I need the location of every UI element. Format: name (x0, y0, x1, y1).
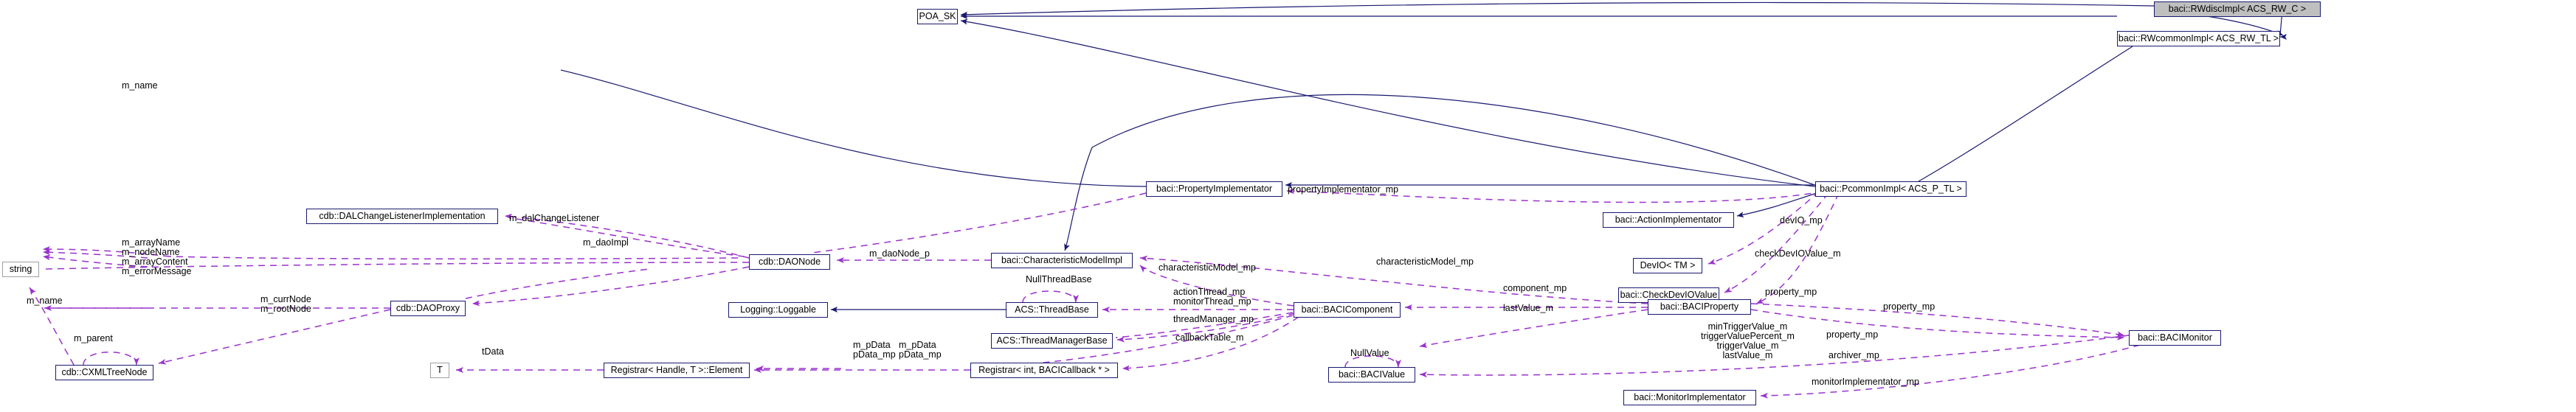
edge-label-checkdeviovalue-m: checkDevIOValue_m (1755, 248, 1841, 259)
edge-label-monitorimplementator-mp: monitorImplementator_mp (1812, 377, 1919, 387)
node-characteristicmodelimpl[interactable]: baci::CharacteristicModelImpl (991, 253, 1133, 268)
edge-label-thread-members: actionThread_mp monitorThread_mp (1173, 287, 1251, 307)
node-dalchangelistenerimplementation[interactable]: cdb::DALChangeListenerImplementation (306, 209, 498, 224)
node-daonode[interactable]: cdb::DAONode (749, 254, 830, 270)
node-devio-tm[interactable]: DevIO< TM > (1633, 258, 1702, 273)
node-logging-loggable[interactable]: Logging::Loggable (728, 302, 828, 318)
edge-label-propertyimplementator-mp: propertyImplementator_mp (1288, 184, 1399, 195)
edge-label-nullvalue: NullValue (1350, 348, 1389, 358)
node-bacicomponent[interactable]: baci::BACIComponent (1294, 302, 1401, 318)
node-poa-sk[interactable]: POA_SK (917, 9, 958, 24)
edge-label-property-mp-monitor-1: property_mp (1883, 301, 1936, 312)
node-rwcommonimpl[interactable]: baci::RWcommonImpl< ACS_RW_TL > (2117, 31, 2280, 46)
node-registrar-handle-element[interactable]: Registrar< Handle, T >::Element (604, 363, 750, 378)
edge-label-devio-mp: devIO_mp (1780, 215, 1823, 226)
edge-label-m-dalchangelistener: m_dalChangeListener (509, 213, 600, 223)
edge-label-property-mp-pcommon: property_mp (1765, 287, 1817, 297)
edge-label-pdata-members-1: m_pData pData_mp (899, 340, 942, 360)
node-checkdeviovalue[interactable]: baci::CheckDevIOValue (1618, 287, 1719, 303)
edge-label-threadmanager-mp: threadManager_mp (1173, 314, 1254, 324)
node-bacivalue[interactable]: baci::BACIValue (1328, 367, 1415, 383)
edge-label-archiver-mp: archiver_mp (1829, 350, 1879, 360)
edge-label-pdata-members-2: m_pData pData_mp (853, 340, 896, 360)
edge-label-m-daoimpl: m_daoImpl (583, 237, 629, 248)
edge-label-m-name-top: m_name (122, 80, 158, 91)
edge-label-component-mp: component_mp (1503, 283, 1567, 293)
edge-label-trigger-members: minTriggerValue_m triggerValuePercent_m … (1701, 321, 1795, 360)
edge-label-tdata: tData (482, 346, 504, 357)
node-propertyimplementator[interactable]: baci::PropertyImplementator (1146, 181, 1282, 197)
edge-label-lastvalue-m-left: lastValue_m (1503, 303, 1553, 313)
edge-label-characteristicmodel-mp-1: characteristicModel_mp (1158, 262, 1256, 273)
node-acs-threadbase[interactable]: ACS::ThreadBase (1006, 302, 1098, 318)
node-baciproperty[interactable]: baci::BACIProperty (1648, 299, 1751, 315)
node-actionimplementator[interactable]: baci::ActionImplementator (1603, 212, 1734, 228)
node-cxmltreenode[interactable]: cdb::CXMLTreeNode (55, 365, 153, 380)
edge-label-string-members: m_arrayName m_nodeName m_arrayContent m_… (122, 237, 192, 276)
edge-label-nullthreadbase: NullThreadBase (1026, 274, 1092, 284)
node-t-type[interactable]: T (430, 363, 449, 378)
node-monitorimplementator[interactable]: baci::MonitorImplementator (1623, 390, 1756, 405)
edge-label-m-parent: m_parent (74, 333, 113, 343)
node-daoproxy[interactable]: cdb::DAOProxy (390, 301, 466, 316)
node-string[interactable]: string (2, 262, 39, 277)
usage-edges (29, 188, 2141, 399)
node-registrar-int-bacicallback[interactable]: Registrar< int, BACICallback * > (970, 363, 1118, 378)
edge-label-m-name-left: m_name (27, 296, 63, 306)
edge-label-property-mp-monitor-2: property_mp (1826, 329, 1879, 340)
node-bacimonitor[interactable]: baci::BACIMonitor (2129, 330, 2221, 346)
edge-label-callbacktable-m: callbackTable_m (1175, 332, 1244, 343)
edge-label-m-daonode-p: m_daoNode_p (869, 248, 930, 259)
node-acs-threadmanagerbase[interactable]: ACS::ThreadManagerBase (991, 333, 1113, 349)
node-pcommonimpl[interactable]: baci::PcommonImpl< ACS_P_TL > (1815, 181, 1966, 197)
edge-label-node-members: m_currNode m_rootNode (260, 294, 311, 314)
edge-label-characteristicmodel-mp-2: characteristicModel_mp (1376, 256, 1474, 267)
node-rwdiscimpl[interactable]: baci::RWdiscImpl< ACS_RW_C > (2154, 1, 2321, 17)
